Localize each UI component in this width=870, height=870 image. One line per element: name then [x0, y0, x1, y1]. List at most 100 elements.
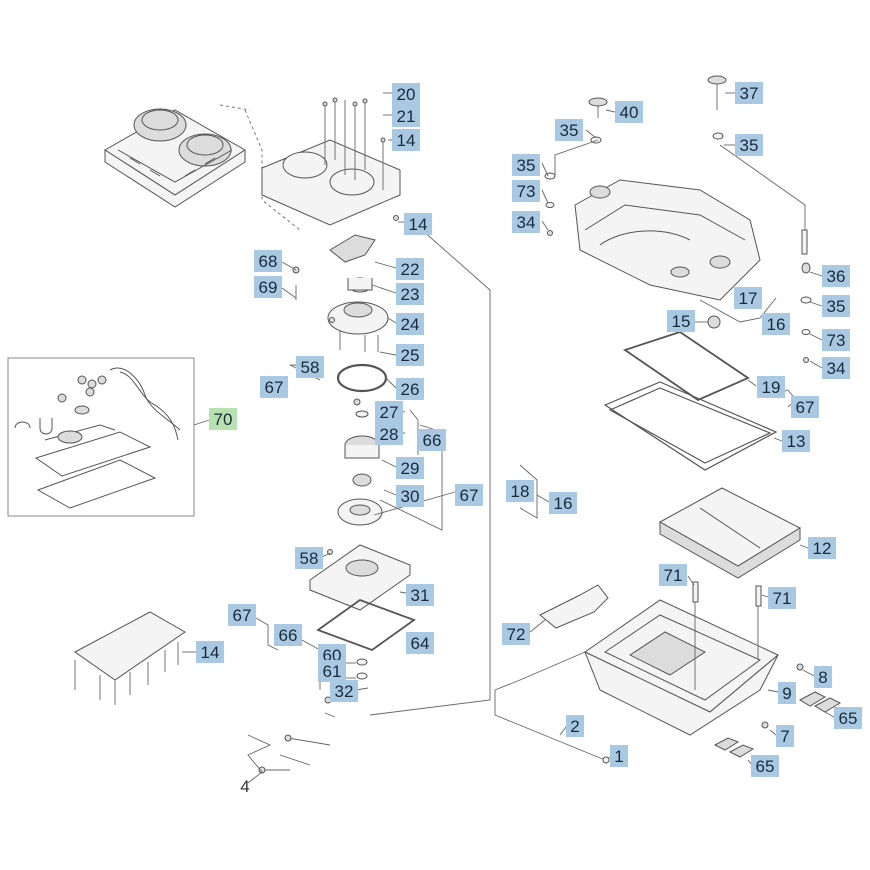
callout-number: 1	[614, 747, 623, 766]
callout-number: 17	[739, 289, 758, 308]
callout-number: 73	[827, 331, 846, 350]
callout-box	[260, 376, 288, 398]
callout-box	[757, 376, 785, 398]
callout-box	[834, 707, 862, 729]
lower-tub-drawing	[494, 581, 842, 764]
callout-number: 40	[620, 103, 639, 122]
callout-29: 29	[396, 457, 424, 479]
callout-number: 19	[762, 378, 781, 397]
callout-number: 16	[554, 494, 573, 513]
callout-box	[392, 129, 420, 151]
callout-13: 13	[782, 430, 810, 452]
callout-number: 20	[397, 85, 416, 104]
callout-box	[735, 134, 763, 156]
callout-70: 70	[209, 408, 237, 430]
callout-40: 40	[615, 101, 643, 123]
callout-number: 22	[401, 260, 420, 279]
filter-drawing	[658, 487, 802, 579]
callout-4: 4	[240, 777, 249, 796]
callout-number: 34	[517, 213, 536, 232]
callout-number: 31	[411, 586, 430, 605]
callout-box	[506, 480, 534, 502]
callout-25: 25	[396, 344, 424, 366]
callout-number: 37	[740, 84, 759, 103]
callout-box	[396, 344, 424, 366]
callout-31: 31	[406, 584, 434, 606]
callout-68: 68	[254, 250, 282, 272]
top-plate-drawing	[261, 97, 401, 226]
callout-24: 24	[396, 313, 424, 335]
callout-number: 61	[323, 662, 342, 681]
callout-box	[762, 313, 790, 335]
callout-69: 69	[254, 276, 282, 298]
callout-box	[228, 604, 256, 626]
callout-box	[734, 287, 762, 309]
callout-box	[254, 250, 282, 272]
callout-box	[659, 564, 687, 586]
callout-box	[392, 83, 420, 105]
callout-32: 32	[330, 680, 358, 702]
callout-35: 35	[735, 134, 763, 156]
motor-base-assembly-drawing	[104, 104, 301, 231]
callout-26: 26	[396, 378, 424, 400]
callout-number: 29	[401, 459, 420, 478]
callout-box	[615, 101, 643, 123]
callout-number: 15	[672, 312, 691, 331]
callout-box	[375, 423, 403, 445]
callout-9: 9	[778, 682, 796, 704]
callout-box	[751, 755, 779, 777]
callout-22: 22	[396, 258, 424, 280]
callout-number: 14	[397, 131, 416, 150]
callout-box	[296, 356, 324, 378]
callout-box	[512, 180, 540, 202]
callout-number: 67	[796, 398, 815, 417]
callout-box	[396, 313, 424, 335]
callout-box	[196, 641, 224, 663]
callout-number: 67	[265, 378, 284, 397]
callout-number: 67	[460, 486, 479, 505]
callout-box	[396, 258, 424, 280]
callout-number: 35	[560, 121, 579, 140]
callout-number: 8	[818, 668, 827, 687]
callout-67: 67	[260, 376, 288, 398]
callout-box	[318, 660, 346, 682]
callout-number: 2	[570, 717, 579, 736]
callout-number: 27	[380, 403, 399, 422]
callout-number: 73	[517, 182, 536, 201]
callout-box	[512, 211, 540, 233]
callout-box	[502, 623, 530, 645]
callout-box	[455, 484, 483, 506]
callout-number: 18	[511, 482, 530, 501]
callout-36: 36	[822, 265, 850, 287]
callout-number: 36	[827, 267, 846, 286]
callout-box	[396, 485, 424, 507]
callout-box	[406, 632, 434, 654]
callout-number: 9	[782, 684, 791, 703]
callout-box	[610, 745, 628, 767]
callout-box	[512, 154, 540, 176]
upper-tank-drawing	[544, 75, 812, 363]
callout-27: 27	[375, 401, 403, 423]
callout-box	[295, 547, 323, 569]
callout-box	[375, 401, 403, 423]
callout-number: 72	[507, 625, 526, 644]
callout-number: 35	[740, 136, 759, 155]
callout-box	[330, 680, 358, 702]
central-column-parts	[258, 234, 416, 774]
callout-16: 16	[549, 492, 577, 514]
callout-number: 66	[279, 626, 298, 645]
callout-number: 69	[259, 278, 278, 297]
callout-67: 67	[791, 396, 819, 418]
callout-box	[822, 265, 850, 287]
callout-box	[735, 82, 763, 104]
callout-number: 30	[401, 487, 420, 506]
callout-18: 18	[506, 480, 534, 502]
callout-35: 35	[512, 154, 540, 176]
callout-number: 28	[380, 425, 399, 444]
callout-number: 68	[259, 252, 278, 271]
callout-7: 7	[776, 725, 794, 747]
callout-box	[418, 429, 446, 451]
callout-box	[254, 276, 282, 298]
